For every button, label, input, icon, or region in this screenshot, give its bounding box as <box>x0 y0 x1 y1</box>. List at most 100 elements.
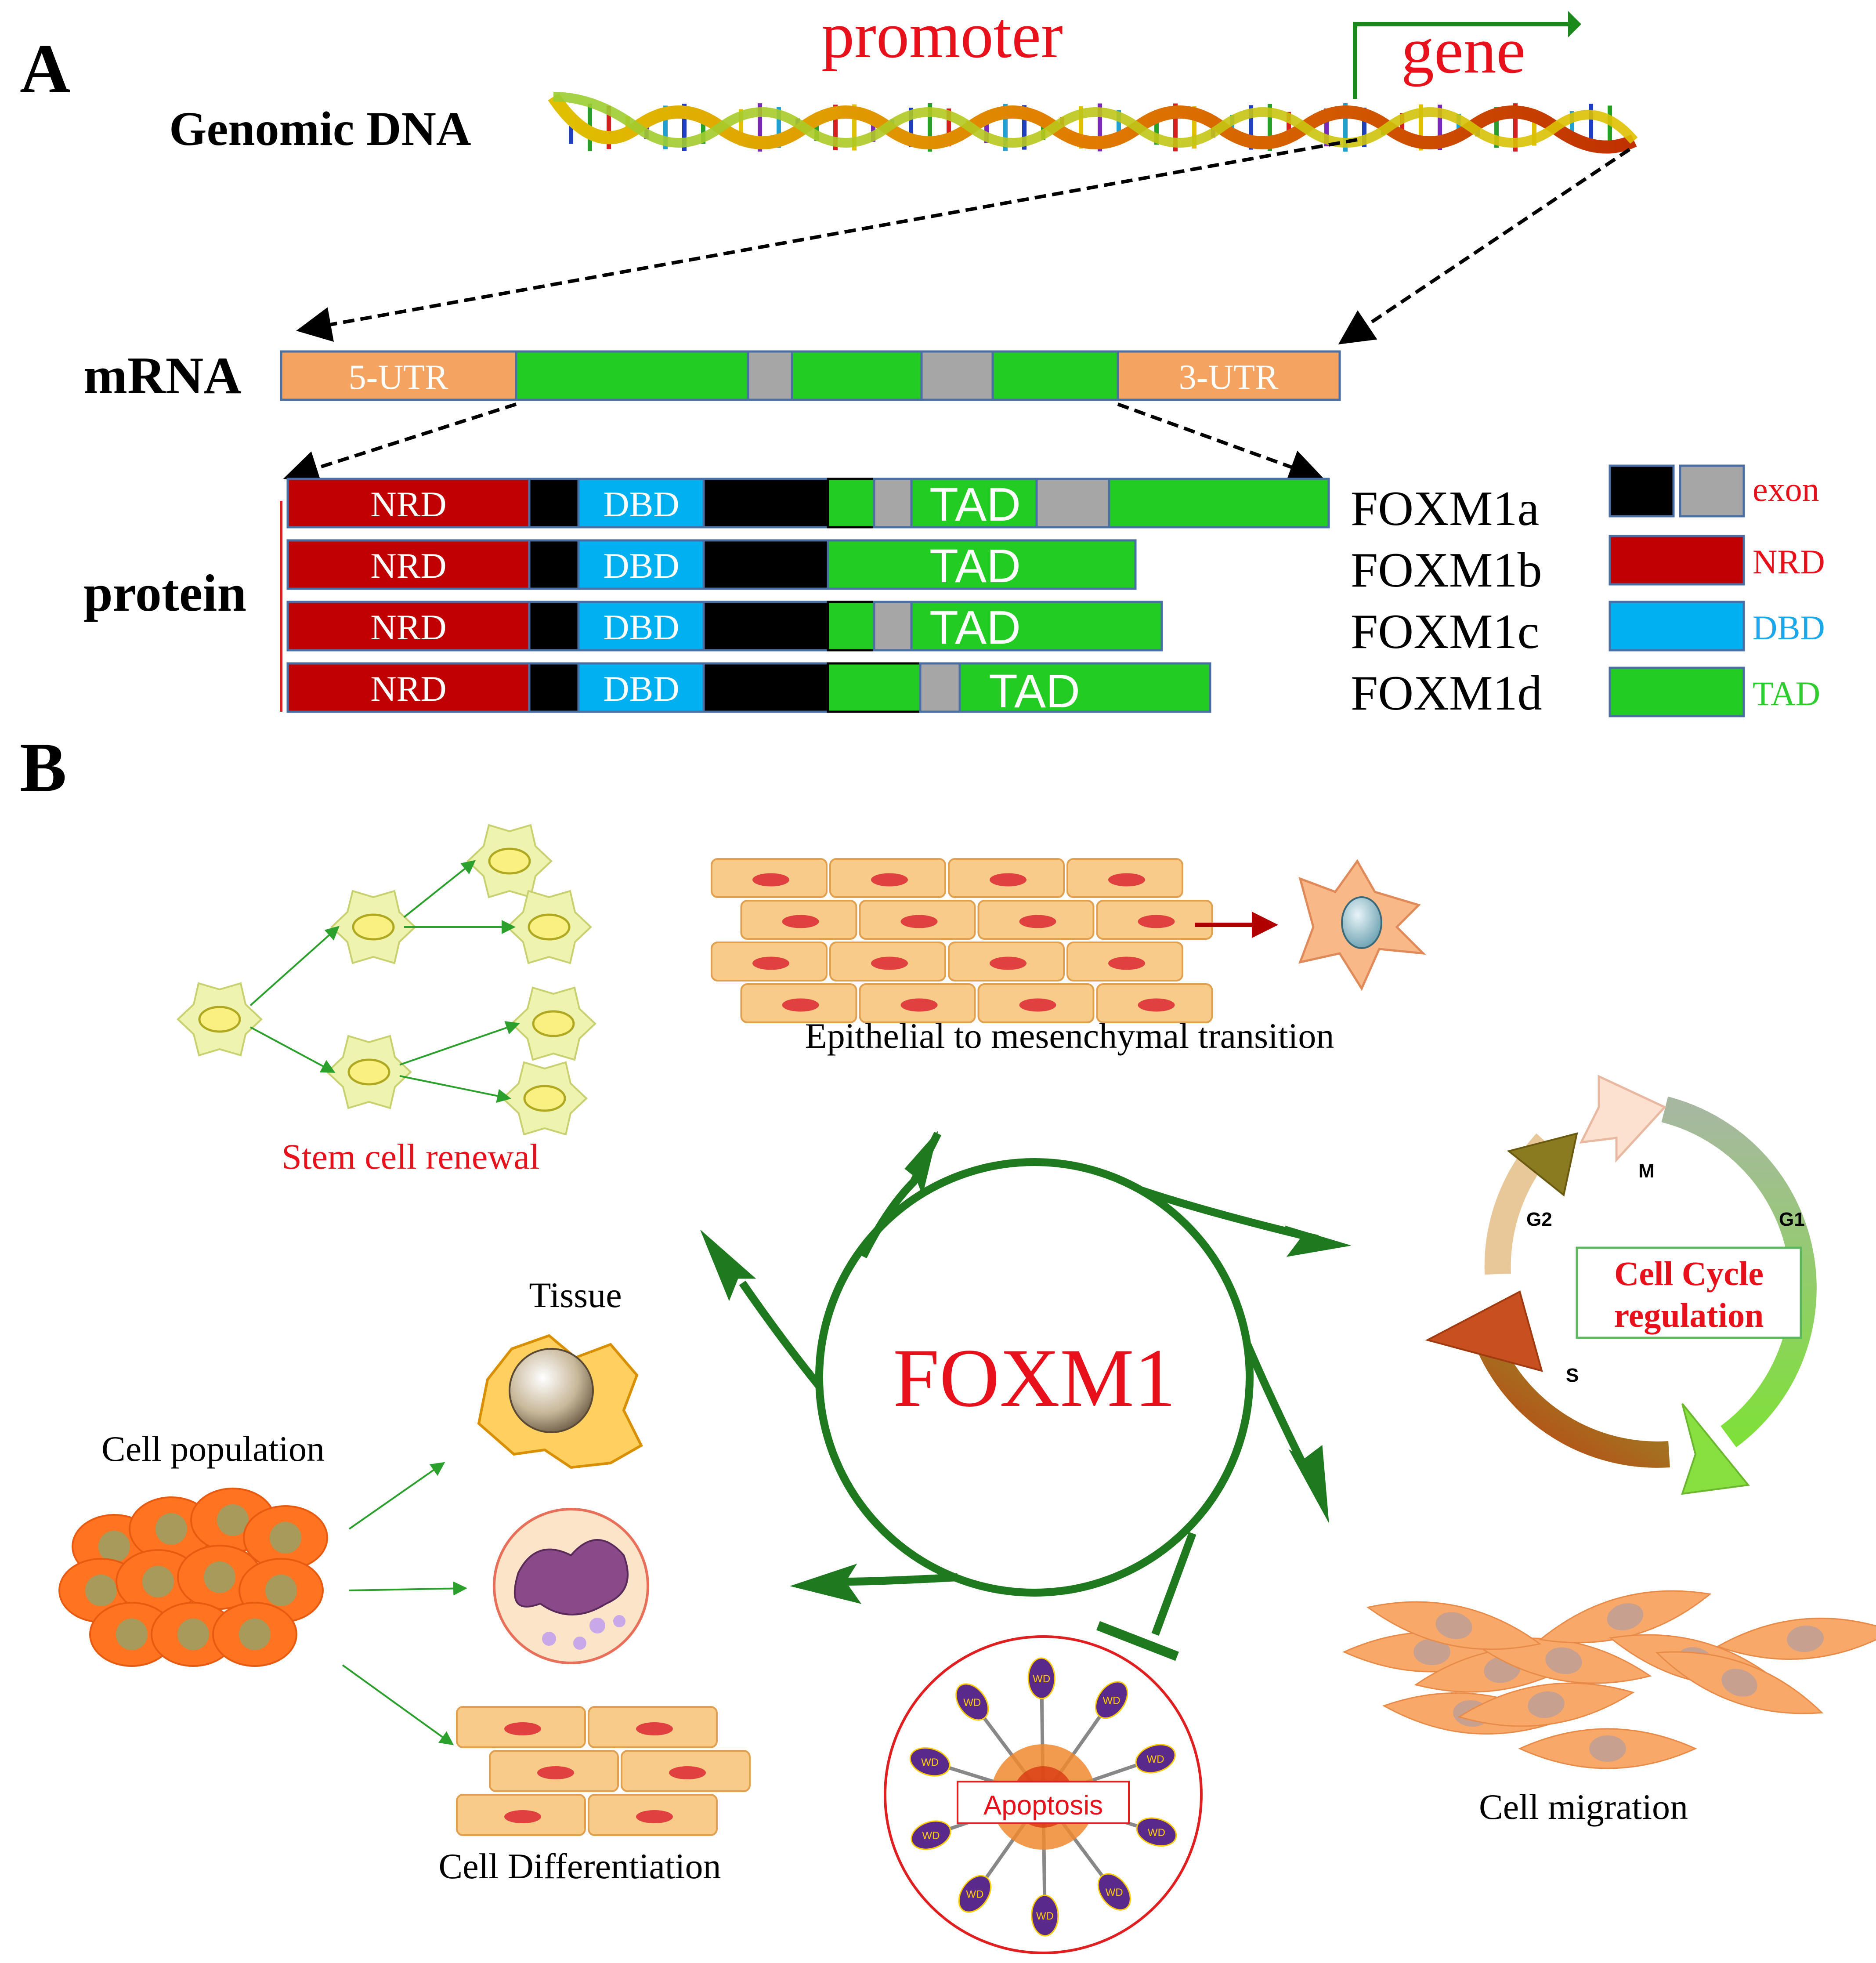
wd-domain <box>1095 1681 1128 1719</box>
epithelial-sheet <box>711 858 1213 1023</box>
stem-lineage-arrow <box>249 926 340 1006</box>
migrating-cell-nucleus <box>1787 1625 1824 1652</box>
foxm1a-nrd-label: NRD <box>370 484 446 524</box>
foxm1-hub-circle <box>815 1158 1254 1597</box>
wd-domain-label: WD <box>1147 1753 1164 1765</box>
cell-population-label: Cell population <box>101 1429 325 1469</box>
mrna-exon-3 <box>991 350 1119 401</box>
epithelial-cell-nucleus <box>782 998 819 1012</box>
stem-cell-nucleus <box>198 1006 241 1033</box>
arrow-to-stem-head <box>700 1230 756 1301</box>
epithelial-cell-nucleus <box>900 998 938 1012</box>
differentiated-cell-nucleus <box>504 1810 541 1823</box>
protein-label: protein <box>83 564 246 622</box>
isoform-foxm1c-bar <box>286 601 1163 652</box>
wd-domain <box>1135 1744 1176 1774</box>
genomic-dna-label: Genomic DNA <box>169 102 471 156</box>
population-cell-nucleus <box>116 1619 148 1650</box>
epithelial-cell-nucleus <box>1019 915 1056 928</box>
wd-domain-label: WD <box>921 1757 939 1768</box>
cell-differentiation-label: Cell Differentiation <box>439 1846 721 1886</box>
arrow-to-differentiation <box>843 1573 958 1586</box>
stem-lineage-arrow <box>399 1075 511 1103</box>
phase-s-label: S <box>1566 1365 1579 1386</box>
phase-g1-label: G1 <box>1779 1209 1805 1230</box>
wd-domain-label: WD <box>1036 1910 1054 1922</box>
panel-a-label: A <box>20 29 71 108</box>
wd-domain <box>911 1820 951 1850</box>
mrna-bar <box>280 350 1341 401</box>
wd-domain-label: WD <box>1148 1827 1165 1839</box>
hub-arrows <box>700 1131 1351 1661</box>
dna-to-mrna-left <box>296 138 1358 342</box>
population-cell-nucleus <box>239 1619 271 1650</box>
legend-exon-grey-swatch <box>1679 464 1745 518</box>
foxm1b-tad-label: TAD <box>929 539 1021 592</box>
foxm1b-dbd-label: DBD <box>603 546 679 586</box>
tissue-label: Tissue <box>529 1275 622 1315</box>
mrna-intron-2 <box>920 350 994 401</box>
isoform-name-foxm1a: FOXM1a <box>1351 482 1539 536</box>
arrow-to-emt-head <box>904 1131 938 1196</box>
foxm1c-tad-label: TAD <box>929 601 1021 654</box>
legend-dbd-label: DBD <box>1753 608 1825 647</box>
dna-to-mrna-right <box>1338 148 1631 344</box>
legend-dbd-swatch <box>1609 601 1745 652</box>
foxm1c-nrd-label: NRD <box>370 607 446 647</box>
epithelial-cell-nucleus <box>871 873 908 887</box>
population-cell-nucleus <box>98 1531 130 1562</box>
dna-strand-2 <box>553 92 1638 148</box>
epithelial-cell-nucleus <box>1108 873 1145 887</box>
cycle-arc-s <box>1475 1335 1670 1468</box>
wd-domain-label: WD <box>1103 1695 1121 1706</box>
differentiated-cell-nucleus <box>636 1722 673 1735</box>
legend-exon-label: exon <box>1753 470 1819 508</box>
phase-g2-label: G2 <box>1526 1209 1552 1230</box>
stem-cell-nucleus <box>347 1058 390 1086</box>
differentiated-cell-nucleus <box>537 1766 574 1779</box>
cycle-title: Cell Cycle <box>1614 1254 1764 1293</box>
population-cell-nucleus <box>85 1575 117 1606</box>
migrating-cell-nucleus <box>1721 1669 1757 1697</box>
legend-nrd-swatch <box>1609 535 1745 586</box>
apoptosis-label-box <box>957 1781 1130 1824</box>
population-to-tissue-arrow <box>348 1462 445 1530</box>
stem-cell-nucleus <box>528 913 571 941</box>
epithelial-cell-nucleus <box>1108 956 1145 970</box>
migrating-cells <box>1342 1590 1876 1769</box>
differentiated-cell-nucleus <box>669 1766 706 1779</box>
wd-domain <box>955 1683 989 1721</box>
population-cell-nucleus <box>265 1575 297 1606</box>
migrating-cell-nucleus <box>1528 1691 1565 1718</box>
panel-b-label: B <box>20 728 67 806</box>
cycle-arrowhead-g2 <box>1507 1132 1578 1197</box>
foxm1d-nrd-label: NRD <box>370 669 446 709</box>
mrna-label: mRNA <box>83 346 242 405</box>
cycle-subtitle: regulation <box>1614 1296 1764 1334</box>
legend-tad-swatch <box>1609 666 1745 717</box>
stem-lineage-arrow <box>403 860 476 918</box>
arrow-to-cycle-head <box>1284 1225 1351 1257</box>
arrow-to-emt <box>859 1131 942 1259</box>
stem-cell-nucleus <box>488 847 531 875</box>
wd-domain <box>1031 1894 1059 1937</box>
wd-domain <box>958 1875 992 1913</box>
epithelial-cell-nucleus <box>990 956 1027 970</box>
isoform-foxm1a-bar <box>286 478 1330 529</box>
population-cell-nucleus <box>204 1561 235 1593</box>
epithelial-cell-nucleus <box>900 915 938 928</box>
emt-label: Epithelial to mesenchymal transition <box>805 1016 1334 1056</box>
wd-domain <box>1136 1817 1177 1847</box>
transcription-start-arrowhead <box>1568 11 1581 37</box>
cell-migration-label: Cell migration <box>1479 1787 1688 1827</box>
population-cell-nucleus <box>177 1619 209 1650</box>
wd-domain <box>1097 1873 1131 1911</box>
mrna-3utr-label: 3-UTR <box>1179 358 1279 397</box>
cycle-arrowhead-g1 <box>1681 1403 1750 1495</box>
wd-domain-label: WD <box>1106 1887 1123 1898</box>
inhibition-to-apoptosis <box>1151 1532 1196 1636</box>
cell-population-cluster <box>58 1488 328 1667</box>
promoter-label: promoter <box>821 0 1063 72</box>
epithelial-cell-nucleus <box>752 956 789 970</box>
